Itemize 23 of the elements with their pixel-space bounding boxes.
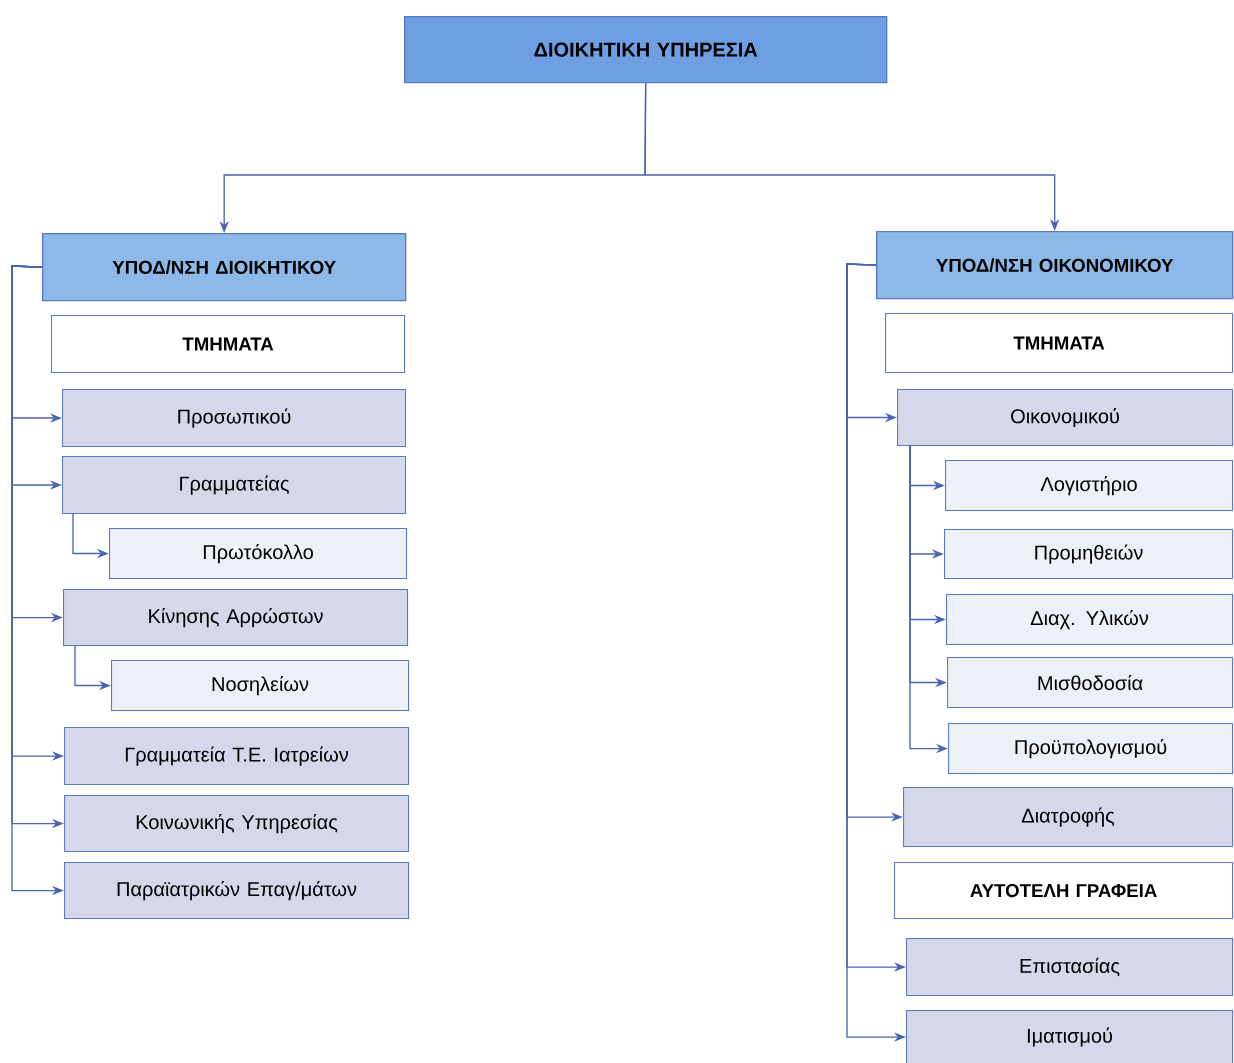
- department-box: Διαχ. Υλικών: [946, 594, 1234, 646]
- header-box: ΥΠΟΔ/ΝΣΗ ΔΙΟΙΚΗΤΙΚΟΥ: [42, 233, 407, 302]
- department-box: Πρωτόκολλο: [109, 528, 408, 580]
- department-box: Νοσηλείων: [111, 660, 410, 712]
- section-box: ΤΜΗΜΑΤΑ: [51, 315, 406, 374]
- department-box: Κοινωνικής Υπηρεσίας: [64, 795, 410, 853]
- department-box: Διατροφής: [903, 787, 1234, 848]
- department-box: Παραϊατρικών Επαγ/μάτων: [64, 862, 410, 920]
- department-box: Προϋπολογισμού: [948, 723, 1234, 775]
- header-box: ΥΠΟΔ/ΝΣΗ ΟΙΚΟΝΟΜΙΚΟΥ: [876, 231, 1234, 300]
- department-box: Γραμματεία Τ.Ε. Ιατρείων: [64, 727, 410, 786]
- section-box: ΑΥΤΟΤΕΛΗ ΓΡΑΦΕΙΑ: [894, 862, 1234, 920]
- department-box: Κίνησης Αρρώστων: [63, 589, 409, 647]
- department-box: Λογιστήριο: [945, 460, 1234, 512]
- department-box: Ιματισμού: [906, 1010, 1234, 1063]
- department-box: Επιστασίας: [906, 938, 1234, 997]
- department-box: Οικονομικού: [897, 389, 1234, 447]
- department-box: Προμηθειών: [944, 529, 1234, 580]
- department-box: Γραμματείας: [62, 456, 407, 515]
- department-box: Προσωπικού: [62, 389, 407, 448]
- section-box: ΤΜΗΜΑΤΑ: [885, 313, 1234, 374]
- department-box: Μισθοδοσία: [947, 657, 1234, 709]
- header-box: ΔΙΟΙΚΗΤΙΚΗ ΥΠΗΡΕΣΙΑ: [404, 16, 888, 84]
